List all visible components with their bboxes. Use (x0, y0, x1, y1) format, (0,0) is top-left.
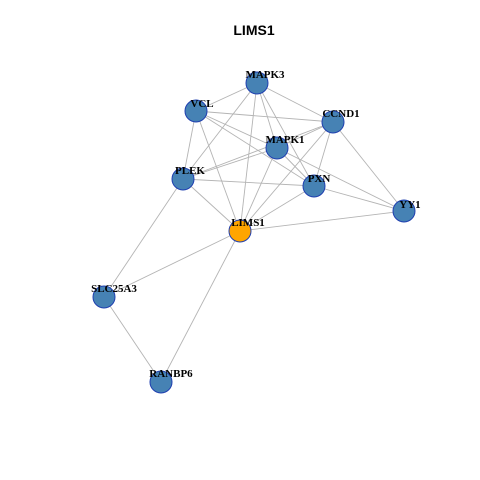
node-lims1: LIMS1 (228, 217, 265, 243)
node-pxn: PXN (302, 173, 331, 198)
node-circle-lims1 (228, 219, 252, 243)
node-mapk1: MAPK1 (265, 134, 305, 160)
edge-pxn-lims1 (239, 185, 315, 232)
edge-plek-slc25a3 (103, 178, 184, 298)
edge-mapk3-ccnd1 (256, 82, 334, 123)
edge-ccnd1-yy1 (332, 121, 405, 212)
node-circle-mapk1 (265, 136, 289, 160)
node-circle-ranbp6 (149, 370, 173, 394)
node-plek: PLEK (171, 165, 205, 191)
edge-vcl-ccnd1 (195, 110, 334, 123)
edge-layer (103, 82, 405, 383)
node-circle-pxn (302, 174, 326, 198)
node-label-ccnd1: CCND1 (322, 108, 359, 120)
node-circle-plek (171, 167, 195, 191)
edge-lims1-slc25a3 (103, 230, 241, 298)
node-ranbp6: RANBP6 (149, 368, 193, 394)
node-label-yy1: YY1 (399, 199, 420, 211)
node-circle-mapk3 (245, 71, 269, 95)
edge-mapk1-plek (182, 147, 278, 180)
node-label-plek: PLEK (175, 165, 205, 177)
edge-vcl-pxn (195, 110, 315, 187)
edge-vcl-plek (182, 110, 197, 180)
node-circle-ccnd1 (321, 110, 345, 134)
edge-plek-lims1 (182, 178, 241, 232)
node-slc25a3: SLC25A3 (91, 283, 137, 309)
edge-plek-pxn (182, 178, 315, 187)
edge-mapk3-plek (182, 82, 258, 180)
node-label-mapk3: MAPK3 (245, 69, 285, 81)
edge-yy1-lims1 (239, 210, 405, 232)
node-ccnd1: CCND1 (321, 108, 360, 134)
node-circle-yy1 (392, 199, 416, 223)
edge-pxn-yy1 (313, 185, 405, 212)
node-label-lims1: LIMS1 (231, 217, 265, 229)
edge-mapk1-lims1 (239, 147, 278, 232)
edge-mapk3-pxn (256, 82, 315, 187)
graph-title: LIMS1 (233, 22, 274, 38)
node-label-ranbp6: RANBP6 (149, 368, 193, 380)
edge-ccnd1-lims1 (239, 121, 334, 232)
edge-ccnd1-plek (182, 121, 334, 180)
edge-vcl-lims1 (195, 110, 241, 232)
edge-mapk1-yy1 (276, 147, 405, 212)
edge-slc25a3-ranbp6 (103, 296, 162, 383)
node-circle-slc25a3 (92, 285, 116, 309)
edge-lims1-ranbp6 (160, 230, 241, 383)
node-label-vcl: VCL (190, 98, 213, 110)
node-yy1: YY1 (392, 199, 421, 223)
node-vcl: VCL (184, 98, 214, 123)
node-mapk3: MAPK3 (245, 69, 285, 95)
edge-vcl-mapk1 (195, 110, 278, 149)
node-circle-vcl (184, 99, 208, 123)
node-label-pxn: PXN (308, 173, 331, 185)
node-label-mapk1: MAPK1 (265, 134, 304, 146)
node-label-slc25a3: SLC25A3 (91, 283, 137, 295)
